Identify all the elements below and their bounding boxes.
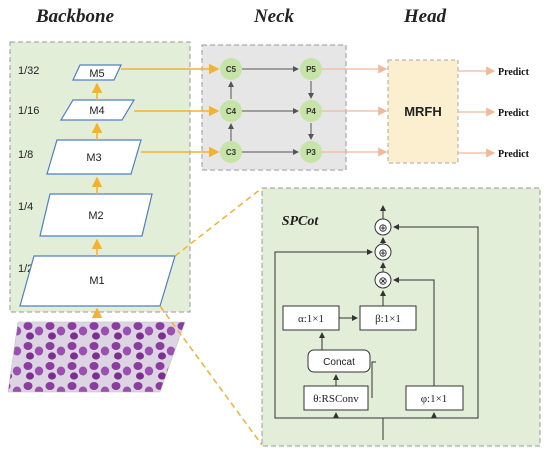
scale-label-m4: 1/16 xyxy=(18,105,39,117)
alpha-label: α:1×1 xyxy=(298,313,324,325)
concat-block xyxy=(307,349,371,373)
node-p4 xyxy=(300,100,322,122)
add-op-middle-symbol: ⊕ xyxy=(378,248,387,260)
concat-label: Concat xyxy=(323,357,355,368)
node-c5-label: C5 xyxy=(226,65,237,74)
scale-label-m2: 1/4 xyxy=(18,201,33,213)
node-c3-label: C3 xyxy=(226,148,237,157)
theta-block xyxy=(303,385,369,411)
stage-m5 xyxy=(72,64,122,81)
alpha-block xyxy=(282,305,340,331)
input-cell-image xyxy=(7,321,186,393)
arrow-skip-to-add-top xyxy=(393,224,479,419)
mrfh-label: MRFH xyxy=(404,104,442,119)
multiply-op-symbol: ⊗ xyxy=(378,276,387,288)
beta-block xyxy=(359,305,417,331)
theta-label: θ:RSConv xyxy=(313,393,359,405)
phi-block xyxy=(405,385,464,411)
stage-m4-label: M4 xyxy=(89,105,104,117)
scale-label-m5: 1/32 xyxy=(18,65,39,77)
predict-label-3: Predict xyxy=(498,149,530,160)
node-p5-label: P5 xyxy=(306,65,316,74)
node-c3 xyxy=(220,141,242,163)
stage-m2-label: M2 xyxy=(88,210,103,222)
stage-m4 xyxy=(59,99,136,121)
node-c4 xyxy=(220,100,242,122)
stage-m3 xyxy=(46,139,142,175)
stage-m3-label: M3 xyxy=(86,152,101,164)
node-p5 xyxy=(300,58,322,80)
line-theta-side xyxy=(371,361,373,398)
zoom-line-top xyxy=(174,187,263,257)
node-c5 xyxy=(220,58,242,80)
mrfh-box xyxy=(387,59,459,164)
spcot-title: SPCot xyxy=(282,214,320,229)
neck-header: Neck xyxy=(253,6,295,27)
head-header: Head xyxy=(403,6,447,27)
zoom-line-bottom xyxy=(159,305,263,446)
scale-label-m3: 1/8 xyxy=(18,149,33,161)
node-c4-label: C4 xyxy=(226,107,237,116)
arrow-skip-to-add-middle xyxy=(274,249,373,419)
predict-label-1: Predict xyxy=(498,67,530,78)
stage-m2 xyxy=(39,193,153,237)
beta-label: β:1×1 xyxy=(375,313,401,325)
node-p3-label: P3 xyxy=(306,148,316,157)
stage-m1-label: M1 xyxy=(89,275,104,287)
predict-label-2: Predict xyxy=(498,108,530,119)
phi-label: φ:1×1 xyxy=(421,393,448,405)
node-p4-label: P4 xyxy=(306,107,316,116)
stage-m5-label: M5 xyxy=(89,68,104,80)
backbone-header: Backbone xyxy=(35,6,115,27)
arrow-phi-to-multiply xyxy=(393,277,435,386)
node-p3 xyxy=(300,141,322,163)
add-op-top-symbol: ⊕ xyxy=(378,223,387,235)
